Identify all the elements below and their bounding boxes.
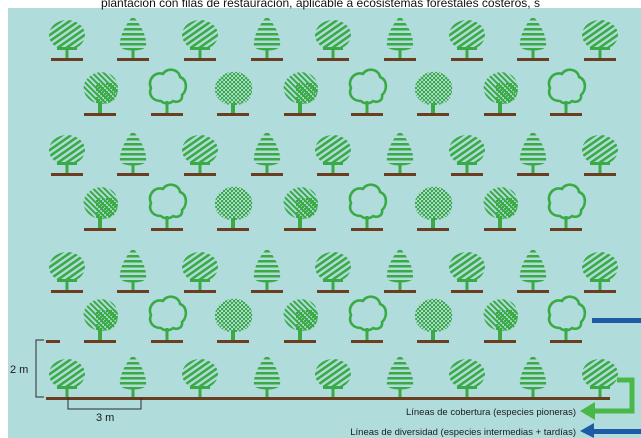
ground-line bbox=[251, 58, 283, 61]
ground-line bbox=[451, 58, 483, 61]
ground-line bbox=[46, 397, 610, 400]
ground-line bbox=[84, 340, 116, 343]
ground-line bbox=[317, 58, 349, 61]
ground-line bbox=[51, 290, 83, 293]
ground-line bbox=[584, 173, 616, 176]
horizontal-spacing-label: 3 m bbox=[96, 412, 114, 424]
ground-line bbox=[384, 290, 416, 293]
ground-line bbox=[417, 340, 449, 343]
ground-line bbox=[117, 58, 149, 61]
ground-line bbox=[46, 340, 60, 343]
ground-line bbox=[117, 173, 149, 176]
ground-line bbox=[251, 290, 283, 293]
ground-line bbox=[184, 173, 216, 176]
ground-line bbox=[351, 228, 383, 231]
ground-line bbox=[517, 58, 549, 61]
ground-line bbox=[284, 340, 316, 343]
ground-line bbox=[484, 340, 516, 343]
ground-line bbox=[484, 113, 516, 116]
legend-cobertura: Líneas de cobertura (especies pioneras) bbox=[406, 407, 576, 418]
ground-line bbox=[151, 113, 183, 116]
ground-line bbox=[184, 58, 216, 61]
vertical-spacing-label: 2 m bbox=[10, 364, 28, 376]
ground-line bbox=[351, 340, 383, 343]
caption-text: plantación con filas de restauración, ap… bbox=[0, 0, 641, 11]
ground-line bbox=[317, 173, 349, 176]
blue-line-marker bbox=[592, 318, 641, 323]
ground-line bbox=[117, 290, 149, 293]
ground-line bbox=[451, 173, 483, 176]
ground-line bbox=[550, 228, 582, 231]
blue-arrow-icon bbox=[593, 429, 641, 434]
ground-line bbox=[484, 228, 516, 231]
ground-line bbox=[284, 113, 316, 116]
ground-line bbox=[151, 228, 183, 231]
ground-line bbox=[317, 290, 349, 293]
ground-line bbox=[384, 173, 416, 176]
ground-line bbox=[417, 113, 449, 116]
ground-line bbox=[217, 113, 249, 116]
ground-line bbox=[517, 173, 549, 176]
ground-line bbox=[384, 58, 416, 61]
ground-line bbox=[517, 290, 549, 293]
ground-line bbox=[217, 340, 249, 343]
ground-line bbox=[584, 58, 616, 61]
ground-line bbox=[284, 228, 316, 231]
ground-line bbox=[84, 113, 116, 116]
ground-line bbox=[351, 113, 383, 116]
ground-line bbox=[184, 290, 216, 293]
legend-diversidad: Líneas de diversidad (especies intermedi… bbox=[350, 427, 576, 438]
ground-line bbox=[151, 340, 183, 343]
ground-line bbox=[584, 290, 616, 293]
ground-line bbox=[51, 58, 83, 61]
ground-line bbox=[51, 173, 83, 176]
ground-line bbox=[84, 228, 116, 231]
ground-line bbox=[550, 340, 582, 343]
ground-line bbox=[417, 228, 449, 231]
ground-line bbox=[251, 173, 283, 176]
ground-line bbox=[550, 113, 582, 116]
ground-line bbox=[217, 228, 249, 231]
ground-line bbox=[451, 290, 483, 293]
